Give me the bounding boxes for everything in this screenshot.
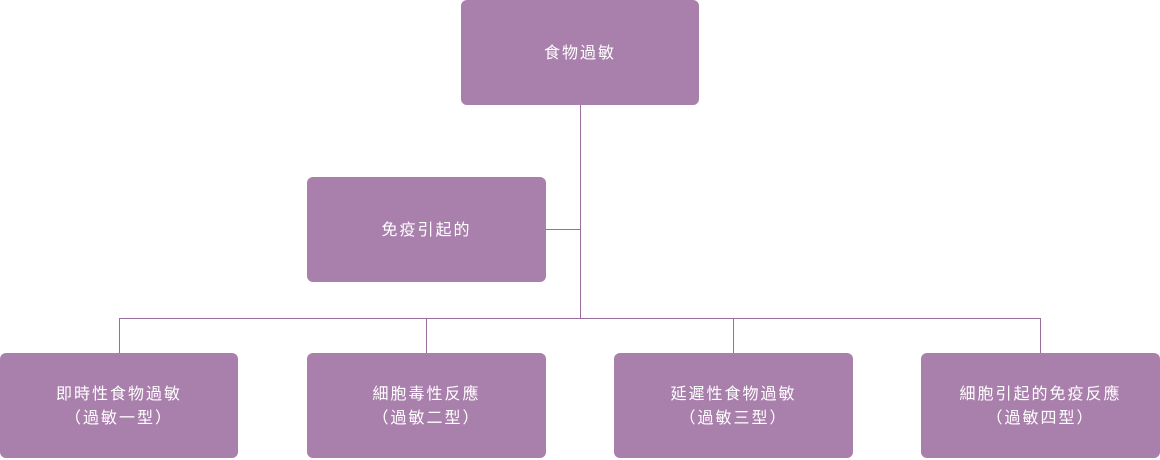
leaf-node-type4: 細胞引起的免疫反應 （過敏四型） bbox=[921, 353, 1160, 458]
leaf-node-sublabel: （過敏一型） bbox=[64, 407, 173, 427]
leaf-node-sublabel: （過敏二型） bbox=[372, 407, 481, 427]
leaf-node-label: 延遲性食物過敏 bbox=[670, 383, 797, 403]
leaf-node-label: 細胞毒性反應 bbox=[372, 383, 481, 403]
leaf-node-sublabel: （過敏四型） bbox=[986, 407, 1095, 427]
root-node: 食物過敏 bbox=[461, 0, 699, 105]
leaf-node-type2: 細胞毒性反應 （過敏二型） bbox=[307, 353, 546, 458]
leaf-node-label: 即時性食物過敏 bbox=[55, 383, 182, 403]
intermediate-node: 免疫引起的 bbox=[307, 177, 546, 282]
leaf-node-sublabel: （過敏三型） bbox=[679, 407, 788, 427]
leaf-node-type1: 即時性食物過敏 （過敏一型） bbox=[0, 353, 238, 458]
leaf-node-label: 細胞引起的免疫反應 bbox=[959, 383, 1122, 403]
intermediate-node-label: 免疫引起的 bbox=[381, 219, 472, 239]
leaf-node-type3: 延遲性食物過敏 （過敏三型） bbox=[614, 353, 853, 458]
root-node-label: 食物過敏 bbox=[543, 42, 616, 62]
